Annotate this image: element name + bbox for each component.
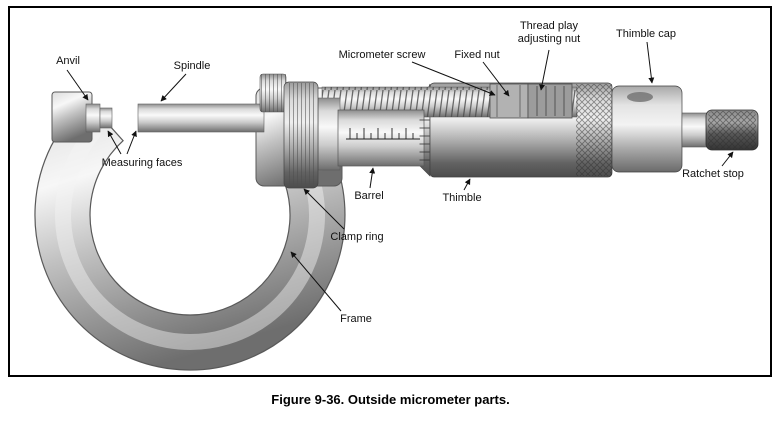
figure-caption: Figure 9-36. Outside micrometer parts. (271, 392, 510, 407)
label-thimble: Thimble (442, 192, 482, 204)
leader-thread-play-adjusting-nut (539, 49, 550, 91)
label-measuring-faces: Measuring faces (101, 157, 183, 169)
spindle-shape (137, 103, 265, 133)
leader-spindle (160, 73, 187, 102)
leader-ratchet-stop (721, 151, 734, 167)
label-anvil: Anvil (56, 55, 80, 67)
thimble-knurl (576, 84, 612, 176)
label-frame: Frame (340, 313, 372, 325)
label-micrometer-screw: Micrometer screw (338, 49, 426, 61)
fixed-nut-shape (489, 83, 529, 119)
leader-lines (66, 41, 734, 312)
leader-barrel (369, 167, 376, 189)
thimble-graduations (419, 119, 430, 161)
leader-anvil (66, 69, 89, 101)
label-spindle: Spindle (173, 60, 211, 72)
ratchet-stop-shape (681, 109, 759, 151)
leader-fixed-nut (482, 61, 510, 97)
label-thread-play-adjusting-nut: Thread play adjusting nut (517, 20, 581, 45)
leader-frame (290, 251, 342, 312)
label-barrel: Barrel (354, 190, 384, 202)
leader-measuring-face-left (107, 130, 122, 155)
leader-clamp-ring (303, 188, 345, 230)
adjusting-nut-shape (527, 83, 573, 119)
label-ratchet-stop: Ratchet stop (682, 168, 744, 180)
leader-measuring-face-right (126, 130, 137, 155)
anvil-shape (85, 103, 113, 133)
label-fixed-nut: Fixed nut (454, 49, 500, 61)
barrel-shape (317, 97, 425, 171)
leader-thimble (463, 178, 471, 191)
clamp-ring-shape (259, 73, 319, 189)
thimble-cap-shape (611, 85, 683, 173)
label-clamp-ring: Clamp ring (330, 231, 384, 243)
leader-micrometer-screw (411, 61, 496, 96)
leader-thimble-cap (646, 41, 655, 84)
label-thimble-cap: Thimble cap (616, 28, 676, 40)
